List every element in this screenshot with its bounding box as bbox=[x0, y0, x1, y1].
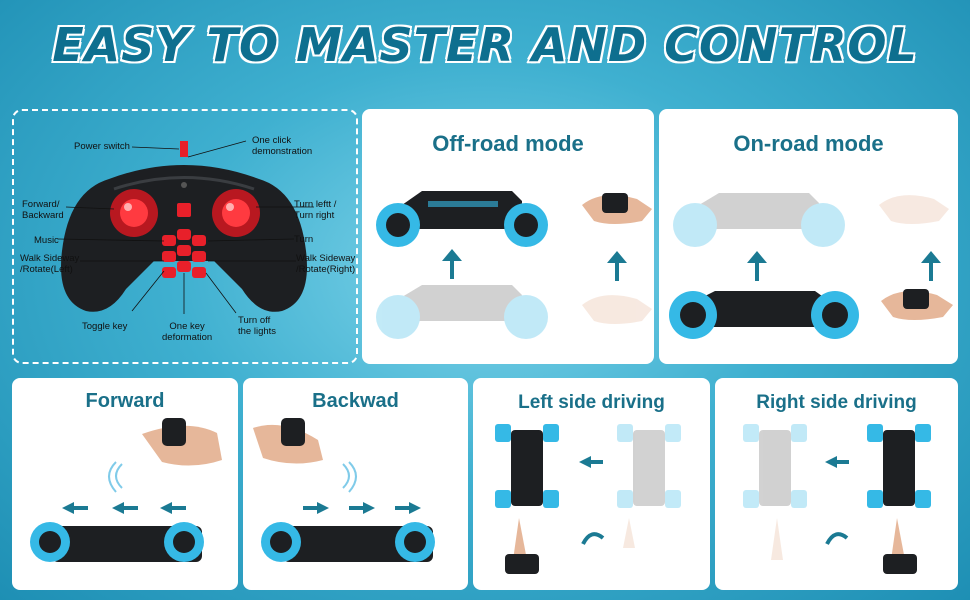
label-walk-sideway-right: Walk Sideway /Rotate(Right) bbox=[296, 253, 356, 275]
right-side-driving-illustration bbox=[743, 424, 931, 574]
offroad-mode-card: Off-road mode bbox=[362, 109, 654, 364]
left-arrow-icon bbox=[579, 456, 603, 468]
offroad-mode-title: Off-road mode bbox=[432, 131, 584, 156]
label-one-key-deformation: One key deformation bbox=[162, 321, 213, 343]
right-arrow-icon bbox=[303, 502, 421, 514]
power-switch-icon bbox=[180, 141, 188, 157]
onroad-mode-title: On-road mode bbox=[733, 131, 884, 156]
hand-gesture-icon bbox=[582, 193, 652, 224]
hand-gesture-icon bbox=[505, 518, 539, 574]
label-toggle-key: Toggle key bbox=[82, 321, 128, 332]
label-walk-sideway-left: Walk Sideway /Rotate(Left) bbox=[20, 253, 80, 275]
car-icon bbox=[376, 191, 548, 247]
offroad-mode-illustration bbox=[376, 191, 652, 339]
hand-gesture-icon bbox=[883, 518, 917, 574]
right-side-driving-title: Right side driving bbox=[756, 392, 917, 413]
car-icon bbox=[30, 522, 204, 562]
curved-arrow-icon bbox=[825, 532, 849, 545]
up-arrow-icon bbox=[442, 249, 627, 281]
label-music: Music bbox=[34, 235, 59, 246]
left-arrow-icon bbox=[825, 456, 849, 468]
left-side-driving-title: Left side driving bbox=[518, 392, 665, 413]
onroad-mode-card: On-road mode bbox=[659, 109, 958, 364]
onroad-mode-illustration bbox=[669, 193, 953, 339]
label-turn-off-lights: Turn off the lights bbox=[238, 315, 277, 337]
backward-title: Backwad bbox=[312, 390, 399, 412]
backward-illustration bbox=[253, 418, 435, 562]
label-one-click-demo: One click demonstration bbox=[252, 135, 313, 157]
hand-gesture-icon bbox=[881, 289, 953, 320]
left-arrow-icon bbox=[62, 502, 186, 514]
remote-control-illustration bbox=[57, 140, 314, 314]
car-icon bbox=[669, 291, 859, 339]
curved-arrow-icon bbox=[581, 532, 605, 545]
remote-panel: Power switch One click demonstration For… bbox=[12, 109, 358, 364]
backward-card: Backwad bbox=[243, 378, 468, 590]
right-side-driving-card: Right side driving bbox=[715, 378, 958, 590]
demo-button-icon bbox=[177, 203, 191, 217]
headline: EASY TO MASTER AND CONTROL bbox=[51, 17, 919, 74]
motion-waves-icon bbox=[342, 461, 357, 493]
forward-card: Forward bbox=[12, 378, 238, 590]
label-power-switch: Power switch bbox=[74, 141, 130, 152]
label-turn-left-right: Turn leftt / Turn right bbox=[294, 199, 337, 221]
car-top-view-icon bbox=[867, 424, 931, 508]
up-arrow-icon bbox=[747, 251, 941, 281]
left-side-driving-card: Left side driving bbox=[473, 378, 710, 590]
car-icon bbox=[261, 522, 435, 562]
motion-waves-icon bbox=[108, 461, 123, 493]
forward-title: Forward bbox=[85, 390, 165, 412]
hand-gesture-icon bbox=[142, 418, 222, 466]
label-forward-backward: Forward/ Backward bbox=[22, 199, 64, 221]
left-side-driving-illustration bbox=[495, 424, 681, 574]
car-top-view-icon bbox=[495, 424, 559, 508]
label-turn: Turn bbox=[294, 234, 314, 245]
hand-gesture-icon bbox=[253, 418, 323, 464]
forward-illustration bbox=[30, 418, 222, 562]
